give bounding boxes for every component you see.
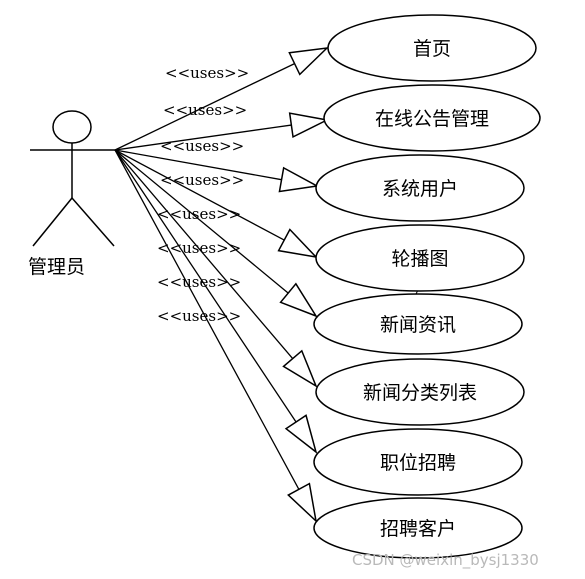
use-case-ellipse	[327, 14, 537, 82]
actor-figure	[30, 110, 115, 247]
use-case-label: 系统用户	[382, 178, 458, 200]
arrowhead	[277, 228, 319, 259]
uses-label: <<uses>>	[157, 205, 241, 223]
use-case-label: 招聘客户	[380, 518, 456, 540]
actor-head	[52, 110, 92, 144]
arrowhead	[278, 166, 320, 193]
uses-label: <<uses>>	[157, 239, 241, 257]
use-case-ellipse	[313, 293, 523, 355]
use-case-ellipse	[323, 84, 541, 152]
use-case-ellipse	[315, 358, 525, 426]
uses-label: <<uses>>	[157, 307, 241, 325]
actor-name: 管理员	[28, 256, 85, 278]
use-case-ellipse	[313, 428, 523, 496]
uses-label: <<uses>>	[157, 273, 241, 291]
association-line	[114, 63, 295, 151]
use-case-ellipse	[315, 224, 525, 292]
association-line	[114, 149, 285, 241]
arrowhead	[284, 414, 318, 454]
arrowhead	[282, 349, 318, 388]
uses-label: <<uses>>	[165, 64, 249, 82]
use-case-label: 首页	[413, 38, 451, 60]
association-line	[114, 124, 292, 151]
association-line	[114, 149, 294, 360]
use-case-label: 在线公告管理	[375, 108, 489, 130]
arrowhead	[288, 46, 330, 76]
use-case-label: 新闻资讯	[380, 314, 456, 336]
association-line	[114, 149, 282, 181]
uses-labels: <<uses>> <<uses>> <<uses>> <<uses>> <<uses>>…	[157, 64, 249, 325]
watermark: CSDN @weixin_bysj1330	[352, 551, 539, 570]
use-case-label: 新闻分类列表	[363, 382, 477, 404]
use-case-label: 职位招聘	[380, 452, 456, 474]
uses-label: <<uses>>	[160, 137, 244, 155]
use-case-label: 轮播图	[391, 248, 448, 270]
uses-label: <<uses>>	[163, 101, 247, 119]
association-line	[114, 149, 297, 423]
actor-left-leg	[32, 197, 73, 247]
use-case-ellipse	[313, 497, 523, 559]
connections	[114, 46, 330, 524]
association-line	[114, 149, 300, 490]
use-case-ellipse	[315, 154, 525, 222]
actor-right-leg	[71, 197, 115, 247]
arrowhead	[287, 482, 318, 524]
uses-label: <<uses>>	[160, 171, 244, 189]
arrowhead	[279, 282, 318, 318]
association-line	[114, 149, 289, 294]
arrowhead	[288, 112, 330, 139]
